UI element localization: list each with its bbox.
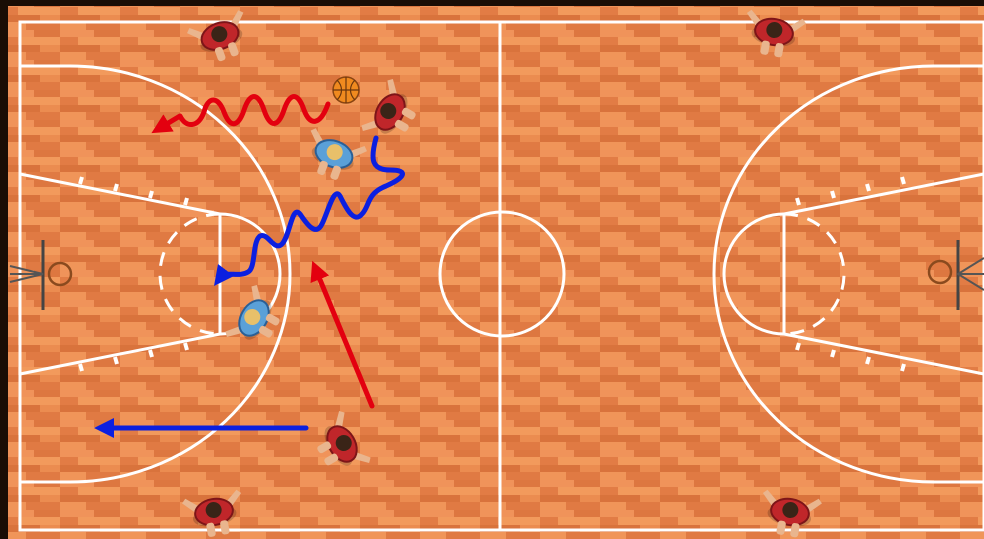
- basketball: [333, 77, 359, 103]
